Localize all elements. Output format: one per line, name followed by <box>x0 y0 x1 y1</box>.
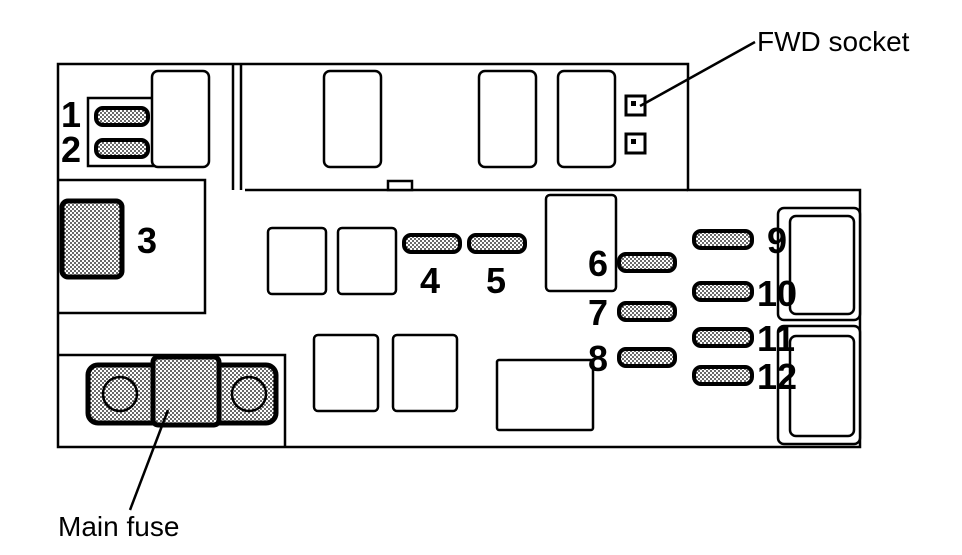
fuse-1 <box>94 106 150 127</box>
fuse-11 <box>692 327 754 348</box>
fuse-5-number: 5 <box>486 260 506 301</box>
fwd-socket-label: FWD socket <box>757 26 910 57</box>
relay-upper-4 <box>556 69 617 169</box>
fuse-4 <box>402 233 462 254</box>
relay-right-lower <box>776 324 862 446</box>
fuse-1-number: 1 <box>61 94 81 135</box>
main-fuse <box>85 354 279 428</box>
fuse-12-number: 12 <box>757 356 797 397</box>
fuse-5 <box>467 233 527 254</box>
fwd-socket-leader <box>639 40 756 108</box>
fuse-3-number: 3 <box>137 220 157 261</box>
fuse-7 <box>617 301 677 322</box>
fuse-7-number: 7 <box>588 292 608 333</box>
relay-lower-2 <box>391 333 459 413</box>
left-mid-compartment <box>58 178 207 315</box>
relay-mid-1 <box>266 226 328 296</box>
fuse-8-number: 8 <box>588 338 608 379</box>
fuse-9 <box>692 229 754 250</box>
divider-notch <box>386 179 414 192</box>
fuse-10-number: 10 <box>757 273 797 314</box>
fuse-4-number: 4 <box>420 260 440 301</box>
fuse-9-number: 9 <box>767 220 787 261</box>
relay-upper-3 <box>477 69 538 169</box>
fwd-socket <box>624 94 647 155</box>
main-fuse-leader <box>128 409 170 511</box>
relay-lower-3 <box>495 358 595 432</box>
fuse-10 <box>692 281 754 302</box>
relay-right-upper <box>776 206 862 322</box>
main-fuse-label: Main fuse <box>58 511 179 542</box>
fuse-6-number: 6 <box>588 243 608 284</box>
relay-mid-large <box>544 193 618 293</box>
fuse-8 <box>617 347 677 368</box>
relay-mid-2 <box>336 226 398 296</box>
fuse-3 <box>59 198 125 280</box>
fuse-6 <box>617 252 677 273</box>
fuse-2 <box>94 138 150 159</box>
relay-upper-left <box>150 69 211 169</box>
fuse-2-number: 2 <box>61 129 81 170</box>
main-fuse-compartment <box>58 353 287 447</box>
relay-upper-2 <box>322 69 383 169</box>
fuse-11-number: 11 <box>757 318 795 359</box>
fuse-12 <box>692 365 754 386</box>
relay-lower-1 <box>312 333 380 413</box>
